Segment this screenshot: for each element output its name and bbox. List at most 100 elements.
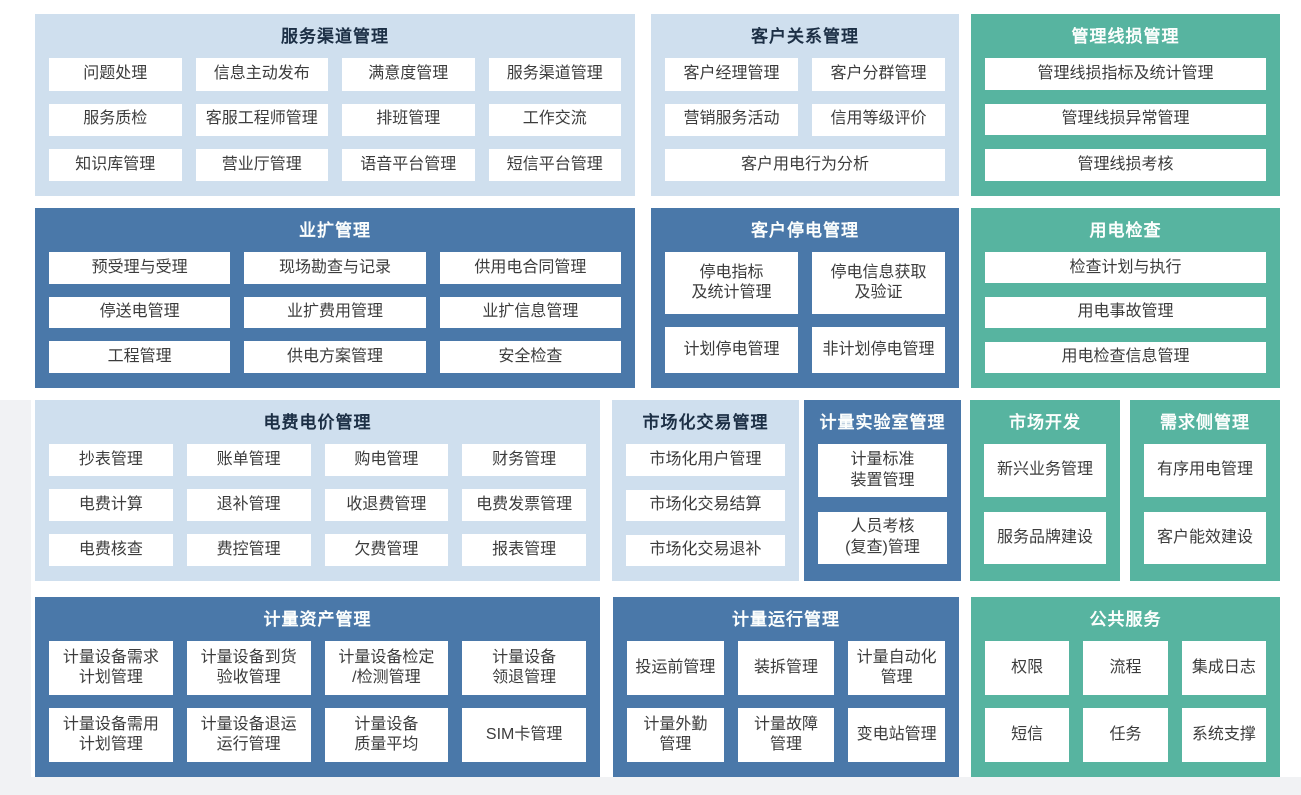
module-item: 现场勘查与记录 [244,252,426,284]
block-items: 计量设备需求 计划管理计量设备到货 验收管理计量设备检定 /检测管理计量设备 领… [35,639,600,777]
module-item: 权限 [985,641,1070,696]
block-metering-lab-management: 计量实验室管理 计量标准 装置管理人员考核 (复查)管理 [804,400,961,581]
block-market-development: 市场开发 新兴业务管理服务品牌建设 [970,400,1120,581]
module-item: 问题处理 [49,58,182,91]
module-item: 管理线损考核 [985,149,1266,181]
module-item: 计量设备退运 运行管理 [186,708,311,762]
block-title: 计量实验室管理 [819,413,946,432]
block-items: 市场化用户管理市场化交易结算市场化交易退补 [612,442,799,581]
module-item: 排班管理 [342,103,475,136]
module-item: 营销服务活动 [665,103,798,136]
module-item: 服务质检 [49,103,182,136]
block-title: 业扩管理 [299,221,371,240]
block-title: 服务渠道管理 [281,27,389,46]
module-item: 变电站管理 [848,708,945,762]
module-item: 电费计算 [49,489,173,522]
block-customer-relationship-management: 客户关系管理 客户经理管理客户分群管理营销服务活动信用等级评价客户用电行为分析 [651,14,959,196]
module-item: 计量设备需求 计划管理 [49,641,173,696]
module-item: 停电指标 及统计管理 [665,252,798,314]
module-item: 信息主动发布 [195,58,328,91]
block-electricity-fee-price-management: 电费电价管理 抄表管理账单管理购电管理财务管理电费计算退补管理收退费管理电费发票… [35,400,600,581]
module-item: 客户分群管理 [812,58,945,91]
block-items: 停电指标 及统计管理停电信息获取 及验证计划停电管理非计划停电管理 [651,250,959,388]
block-items: 管理线损指标及统计管理管理线损异常管理管理线损考核 [971,56,1280,196]
module-item: 计量设备 质量平均 [324,708,449,762]
module-item: 业扩信息管理 [439,296,621,329]
block-market-transaction-management: 市场化交易管理 市场化用户管理市场化交易结算市场化交易退补 [612,400,799,581]
block-customer-outage-management: 客户停电管理 停电指标 及统计管理停电信息获取 及验证计划停电管理非计划停电管理 [651,208,959,388]
module-item: 新兴业务管理 [984,444,1106,497]
module-item: 客户能效建设 [1144,511,1266,564]
block-title: 计量资产管理 [263,610,372,629]
module-item: 抄表管理 [49,444,173,477]
module-item: 系统支撑 [1181,708,1266,762]
module-item: 计量外勤 管理 [627,708,724,762]
block-items: 抄表管理账单管理购电管理财务管理电费计算退补管理收退费管理电费发票管理电费核查费… [35,442,600,581]
block-business-expansion-management: 业扩管理 预受理与受理现场勘查与记录供用电合同管理停送电管理业扩费用管理业扩信息… [35,208,635,388]
module-item: 知识库管理 [49,148,182,181]
module-item: 工程管理 [49,341,231,373]
module-item: 客户用电行为分析 [665,148,945,181]
block-title: 客户关系管理 [751,27,859,46]
block-items: 权限流程集成日志短信任务系统支撑 [971,639,1280,777]
block-service-channel-management: 服务渠道管理 问题处理信息主动发布满意度管理服务渠道管理服务质检客服工程师管理排… [35,14,635,196]
module-item: 财务管理 [462,444,586,477]
block-public-services: 公共服务 权限流程集成日志短信任务系统支撑 [971,597,1280,777]
module-item: 报表管理 [462,534,586,566]
module-item: 计量设备需用 计划管理 [49,708,173,762]
module-item: 欠费管理 [324,534,449,566]
block-title: 客户停电管理 [751,221,859,240]
module-item: 用电检查信息管理 [985,342,1266,373]
module-item: 计划停电管理 [665,326,798,373]
module-item: 电费核查 [49,534,173,566]
module-item: 服务渠道管理 [488,58,621,91]
module-item: 信用等级评价 [812,103,945,136]
module-item: 市场化交易结算 [626,489,785,521]
block-metering-asset-management: 计量资产管理 计量设备需求 计划管理计量设备到货 验收管理计量设备检定 /检测管… [35,597,600,777]
module-item: 人员考核 (复查)管理 [818,511,947,564]
module-item: 计量设备 领退管理 [462,641,586,696]
module-item: 非计划停电管理 [812,326,945,373]
block-items: 投运前管理装拆管理计量自动化 管理计量外勤 管理计量故障 管理变电站管理 [613,639,959,777]
module-item: 市场化交易退补 [626,534,785,566]
module-item: 检查计划与执行 [985,252,1266,284]
module-item: 营业厅管理 [195,148,328,181]
module-item: 账单管理 [186,444,311,477]
module-item: 退补管理 [186,489,311,522]
block-title: 需求侧管理 [1160,413,1250,432]
module-item: 计量标准 装置管理 [818,444,947,497]
module-item: 计量故障 管理 [737,708,835,762]
block-title: 用电检查 [1089,221,1162,240]
module-item: 安全检查 [439,341,621,373]
block-title: 管理线损管理 [1071,27,1180,46]
block-line-loss-management: 管理线损管理 管理线损指标及统计管理管理线损异常管理管理线损考核 [971,14,1280,196]
module-item: 业扩费用管理 [244,296,426,329]
module-item: 供用电合同管理 [439,252,621,284]
module-item: 购电管理 [324,444,449,477]
module-item: 市场化用户管理 [626,444,785,476]
block-items: 计量标准 装置管理人员考核 (复查)管理 [804,442,961,581]
module-item: 服务品牌建设 [984,511,1106,564]
module-item: 管理线损异常管理 [985,103,1266,136]
module-item: 语音平台管理 [342,148,475,181]
block-power-usage-inspection: 用电检查 检查计划与执行用电事故管理用电检查信息管理 [971,208,1280,388]
module-item: 计量设备检定 /检测管理 [324,641,449,696]
module-item: 预受理与受理 [49,252,231,284]
module-item: SIM卡管理 [462,708,586,762]
module-item: 满意度管理 [342,58,475,91]
module-item: 收退费管理 [324,489,449,522]
module-item: 流程 [1083,641,1168,696]
module-item: 装拆管理 [737,641,835,696]
block-items: 检查计划与执行用电事故管理用电检查信息管理 [971,250,1280,388]
module-item: 管理线损指标及统计管理 [985,58,1266,90]
block-items: 问题处理信息主动发布满意度管理服务渠道管理服务质检客服工程师管理排班管理工作交流… [35,56,635,196]
block-title: 市场化交易管理 [642,413,769,432]
module-item: 短信平台管理 [488,148,621,181]
module-item: 用电事故管理 [985,297,1266,329]
module-item: 停送电管理 [49,296,231,329]
module-item: 有序用电管理 [1144,444,1266,497]
block-title: 电费电价管理 [263,413,372,432]
module-item: 客服工程师管理 [195,103,328,136]
module-item: 工作交流 [488,103,621,136]
